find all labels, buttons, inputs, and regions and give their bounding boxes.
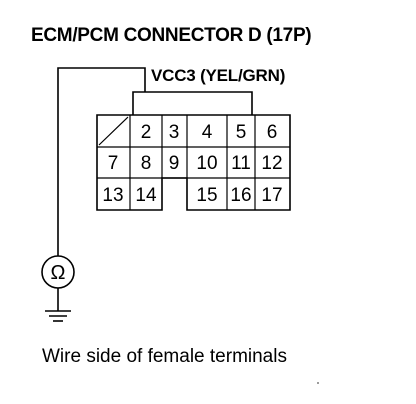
diagram-title: ECM/PCM CONNECTOR D (17P): [31, 25, 311, 46]
ground-icon: [45, 288, 71, 322]
pin-14: 14: [135, 185, 157, 206]
pin-15: 15: [196, 185, 217, 206]
pin-13: 13: [102, 185, 123, 206]
empty-cavity-slash: [98, 116, 129, 146]
pin-2: 2: [141, 122, 152, 143]
wire-label-vcc3: VCC3 (YEL/GRN): [151, 66, 285, 85]
pin-5: 5: [236, 122, 247, 143]
pin-12: 12: [261, 153, 282, 174]
pin-11: 11: [231, 153, 251, 174]
pin-9: 9: [169, 153, 180, 174]
pin-4: 4: [202, 122, 213, 143]
probe-wire: [57, 67, 146, 256]
pin-8: 8: [141, 153, 152, 174]
pin-3: 3: [169, 122, 180, 143]
pin-10: 10: [196, 153, 217, 174]
ohm-symbol: Ω: [51, 262, 66, 284]
connector-lock-tab: [132, 91, 253, 115]
pin-16: 16: [230, 185, 251, 206]
pin-6: 6: [267, 122, 278, 143]
pin-7: 7: [108, 153, 119, 174]
scan-speck: [317, 382, 319, 384]
pin-17: 17: [261, 185, 282, 206]
ohmmeter-icon: Ω: [41, 255, 75, 289]
caption-wire-side: Wire side of female terminals: [42, 346, 287, 367]
connector-grid: [97, 115, 290, 210]
